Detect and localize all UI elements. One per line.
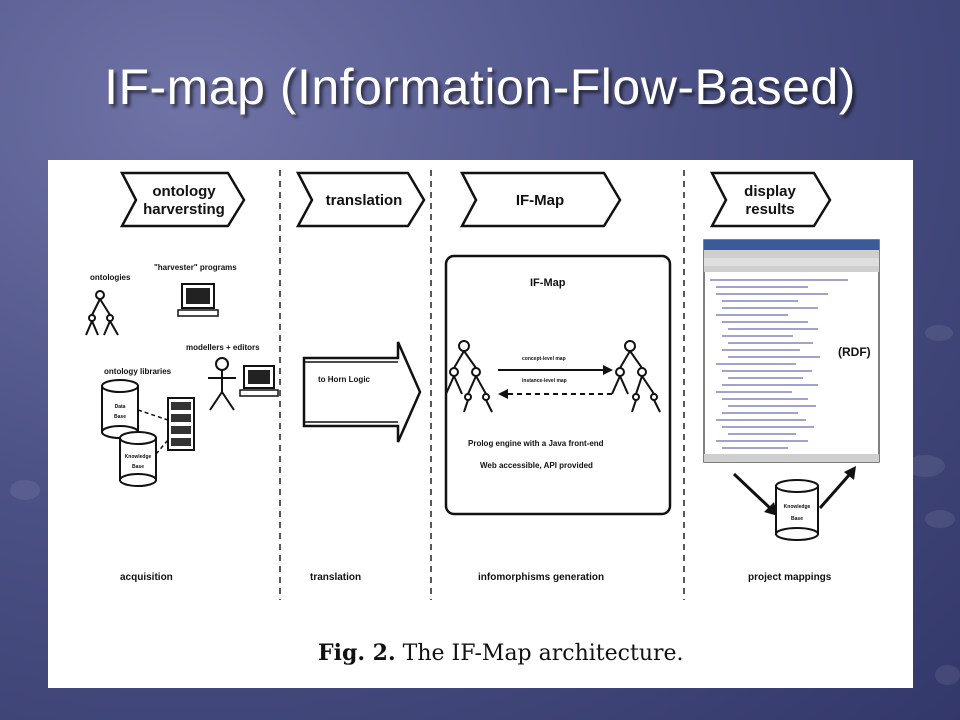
ontologies-label: ontologies xyxy=(90,273,131,282)
computer-icon xyxy=(177,283,219,317)
phase-label: results xyxy=(745,201,794,218)
link-line xyxy=(155,439,169,455)
db-label: Knowledge xyxy=(125,454,152,460)
background-bubble xyxy=(925,325,953,341)
ontology-tree-icon xyxy=(85,290,119,336)
arrow-from-kb xyxy=(818,473,852,509)
ontology-tree-icon xyxy=(611,340,661,413)
architecture-diagram: ontology harversting translation IF-Map … xyxy=(85,170,880,600)
api-text: Web accessible, API provided xyxy=(480,461,593,470)
database-icon: Knowledge Base xyxy=(119,431,157,487)
phase-label: IF-Map xyxy=(516,192,564,209)
bottom-label-acquisition: acquisition xyxy=(120,572,173,583)
phase-label: harversting xyxy=(143,201,225,218)
architecture-figure: ontology harversting translation IF-Map … xyxy=(48,160,913,688)
db-label: Data xyxy=(115,404,126,410)
concept-map-label: concept-level map xyxy=(522,356,566,362)
figure-caption: Fig. 2. The IF-Map architecture. xyxy=(318,640,684,666)
database-icon: Knowledge Base xyxy=(775,479,819,541)
computer-icon xyxy=(239,365,279,397)
phase-label: ontology xyxy=(152,183,216,200)
translation-arrow xyxy=(302,341,422,443)
background-bubble xyxy=(935,665,960,685)
bottom-label-infomorphisms: infomorphisms generation xyxy=(478,572,604,583)
phase-chevron-display: display results xyxy=(709,171,832,228)
caption-text: The IF-Map architecture. xyxy=(402,641,684,666)
db-label: Base xyxy=(791,516,803,522)
link-line xyxy=(137,409,169,421)
db-label: Knowledge xyxy=(784,504,811,510)
rdf-label: (RDF) xyxy=(838,345,871,359)
bottom-label-translation: translation xyxy=(310,572,361,583)
person-icon xyxy=(208,357,236,411)
background-bubble xyxy=(905,455,945,477)
libraries-label: ontology libraries xyxy=(104,367,172,376)
phase-chevron-ifmap: IF-Map xyxy=(459,171,622,228)
rdf-browser-window xyxy=(703,239,880,463)
bottom-label-project: project mappings xyxy=(748,572,832,583)
instance-map-label: instance-level map xyxy=(522,378,567,384)
engine-text: Prolog engine with a Java front-end xyxy=(468,439,604,448)
phase-chevron-ontology: ontology harversting xyxy=(119,171,246,228)
caption-prefix: Fig. 2. xyxy=(318,640,396,666)
db-label: Base xyxy=(114,414,126,420)
horn-logic-label: to Horn Logic xyxy=(318,375,371,384)
arrow-to-kb xyxy=(732,472,772,510)
ifmap-box xyxy=(444,254,672,516)
db-label: Base xyxy=(132,464,144,470)
phase-chevron-translation: translation xyxy=(295,171,426,228)
ontology-tree-icon xyxy=(445,340,493,413)
ifmap-box-title: IF-Map xyxy=(530,277,566,289)
background-bubble xyxy=(925,510,955,528)
server-icon xyxy=(167,397,195,451)
slide-title: IF-map (Information-Flow-Based) xyxy=(104,59,856,115)
background-bubble xyxy=(10,480,40,500)
modellers-label: modellers + editors xyxy=(186,343,260,352)
phase-label: display xyxy=(744,183,796,200)
phase-label: translation xyxy=(326,192,403,209)
database-icon: Data Base xyxy=(101,379,139,439)
harvester-label: "harvester" programs xyxy=(154,263,237,272)
